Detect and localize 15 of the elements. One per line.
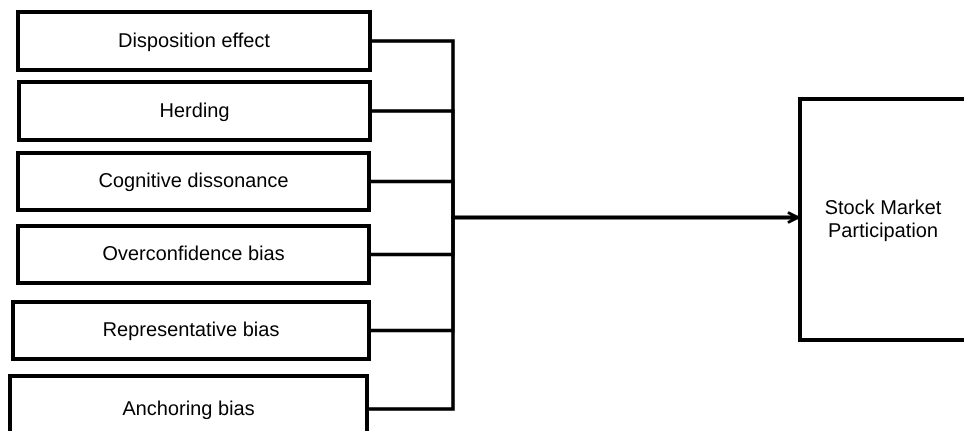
factor-box	[16, 224, 371, 285]
factor-box	[8, 374, 369, 431]
factor-box	[16, 10, 372, 72]
box-label: Representative bias	[102, 319, 280, 342]
factor-box	[17, 80, 372, 142]
box-label: Disposition effect	[118, 30, 270, 52]
factor-box	[16, 151, 371, 212]
box-label: Anchoring bias	[122, 398, 255, 420]
box-label: Overconfidence bias	[102, 243, 285, 266]
box-label: Herding	[159, 100, 230, 122]
connector-arrow	[369, 211, 800, 411]
outcome-box	[798, 97, 964, 342]
box-label: Cognitive dissonance	[98, 170, 289, 193]
box-label: Stock Market Participation	[824, 196, 942, 242]
factor-box	[11, 300, 371, 361]
